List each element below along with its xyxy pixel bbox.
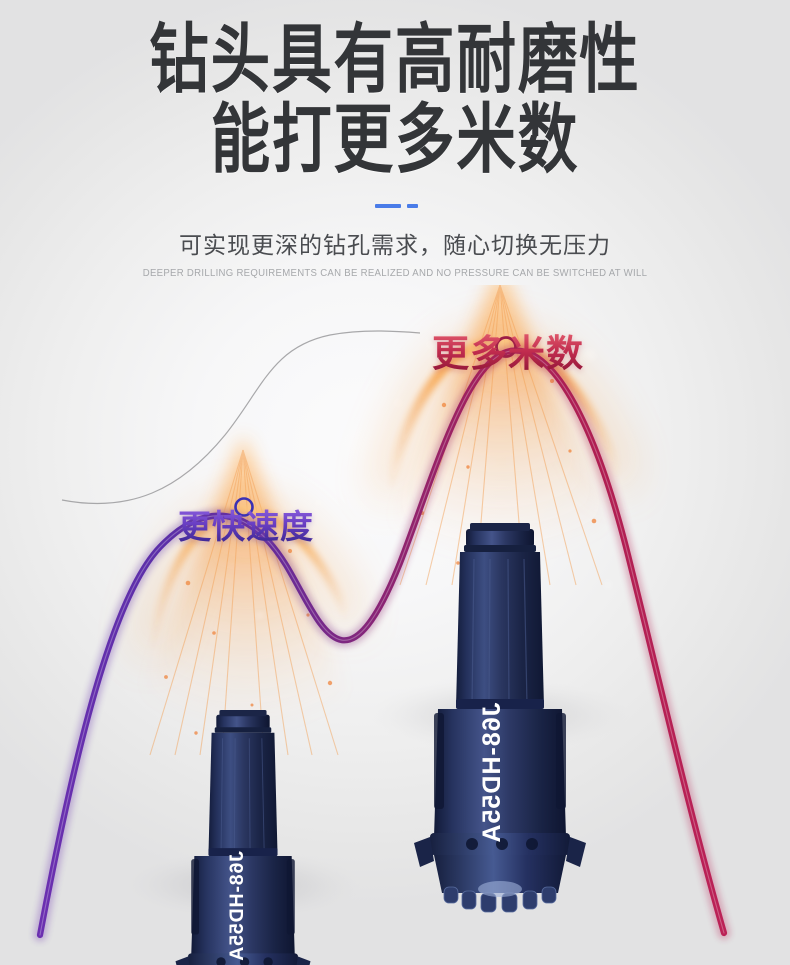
guide-curve [61,330,421,505]
callout-faster-speed-label: 更快速度 [178,507,314,546]
subtitle: 可实现更深的钻孔需求，随心切换无压力 [179,233,611,259]
drill-right-model: J68-HD55A [478,702,506,843]
header-block: 钻头具有高耐磨性 能打更多米数 可实现更深的钻孔需求，随心切换无压力 DEEPE… [0,0,790,279]
main-wave-highlight [39,350,725,936]
divider-segment-short [407,204,418,208]
marker-ring-right [495,336,517,358]
callout-more-meters-label: 更多米数 [432,332,584,375]
drill-right: J68-HD55A [414,523,586,913]
product-graphic: J68-HD55A [0,285,790,965]
glow-arc-left-halo [139,499,359,656]
marker-ring-left [234,497,254,517]
spray-left [120,435,372,756]
callout-faster-speed: 更快速度 [178,500,314,548]
divider [0,204,790,208]
headline-line-1: 钻头具有高耐磨性 [149,14,641,104]
glow-arc-right-halo [376,330,632,497]
callout-more-meters: 更多米数 [432,323,584,377]
drill-left: J68-HD55A [175,710,311,965]
headline-line-2: 能打更多米数 [210,94,580,184]
subtitle-english: DEEPER DRILLING REQUIREMENTS CAN BE REAL… [142,268,648,279]
drill-left-model: J68-HD55A [226,851,248,962]
main-wave [36,347,728,939]
curve-graphic: J68-HD55A [33,285,731,965]
divider-segment-long [375,204,401,208]
